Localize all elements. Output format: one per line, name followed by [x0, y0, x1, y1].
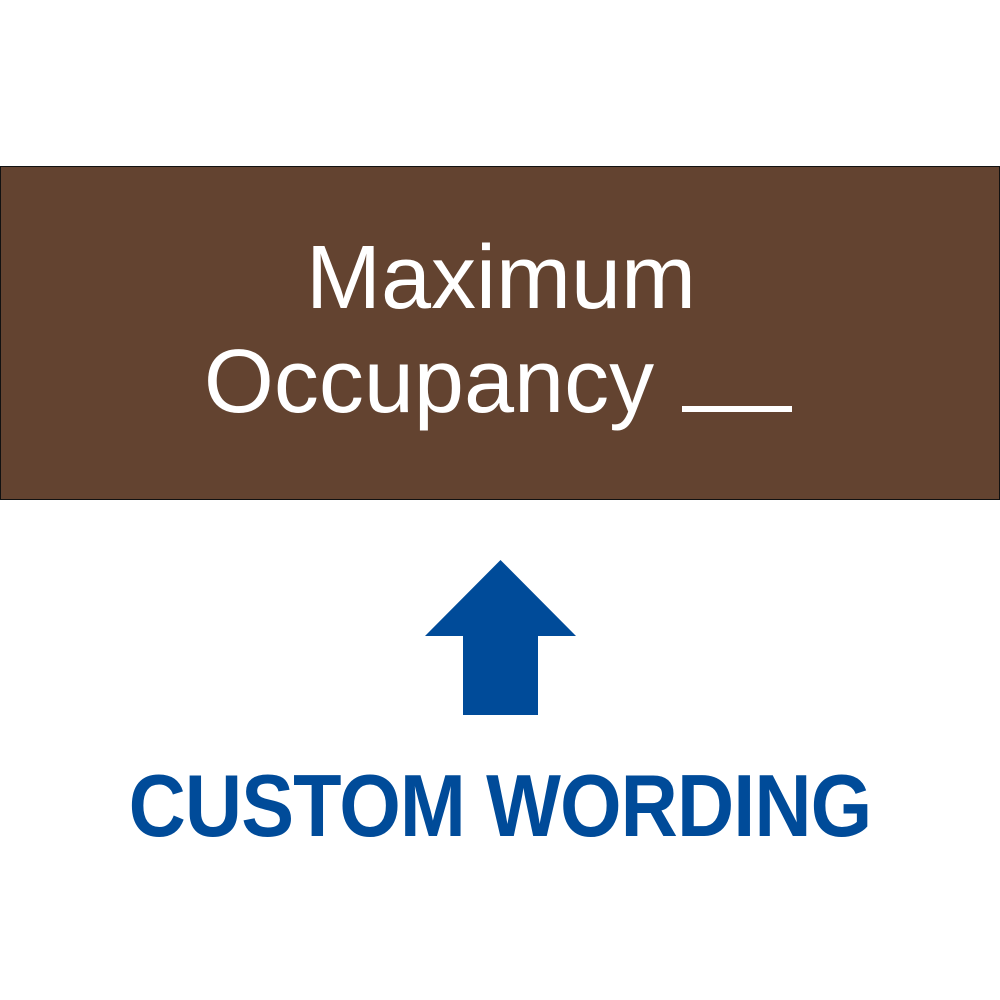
blank-field-underline	[682, 406, 793, 412]
sign-line-1: Maximum	[305, 228, 696, 328]
custom-wording-caption: CUSTOM WORDING	[128, 756, 873, 855]
sign-line-2-text: Occupancy	[203, 332, 655, 432]
sign-panel: Maximum Occupancy	[0, 166, 1000, 500]
arrow-up-icon	[425, 560, 576, 715]
sign-line-2: Occupancy	[0, 337, 998, 427]
